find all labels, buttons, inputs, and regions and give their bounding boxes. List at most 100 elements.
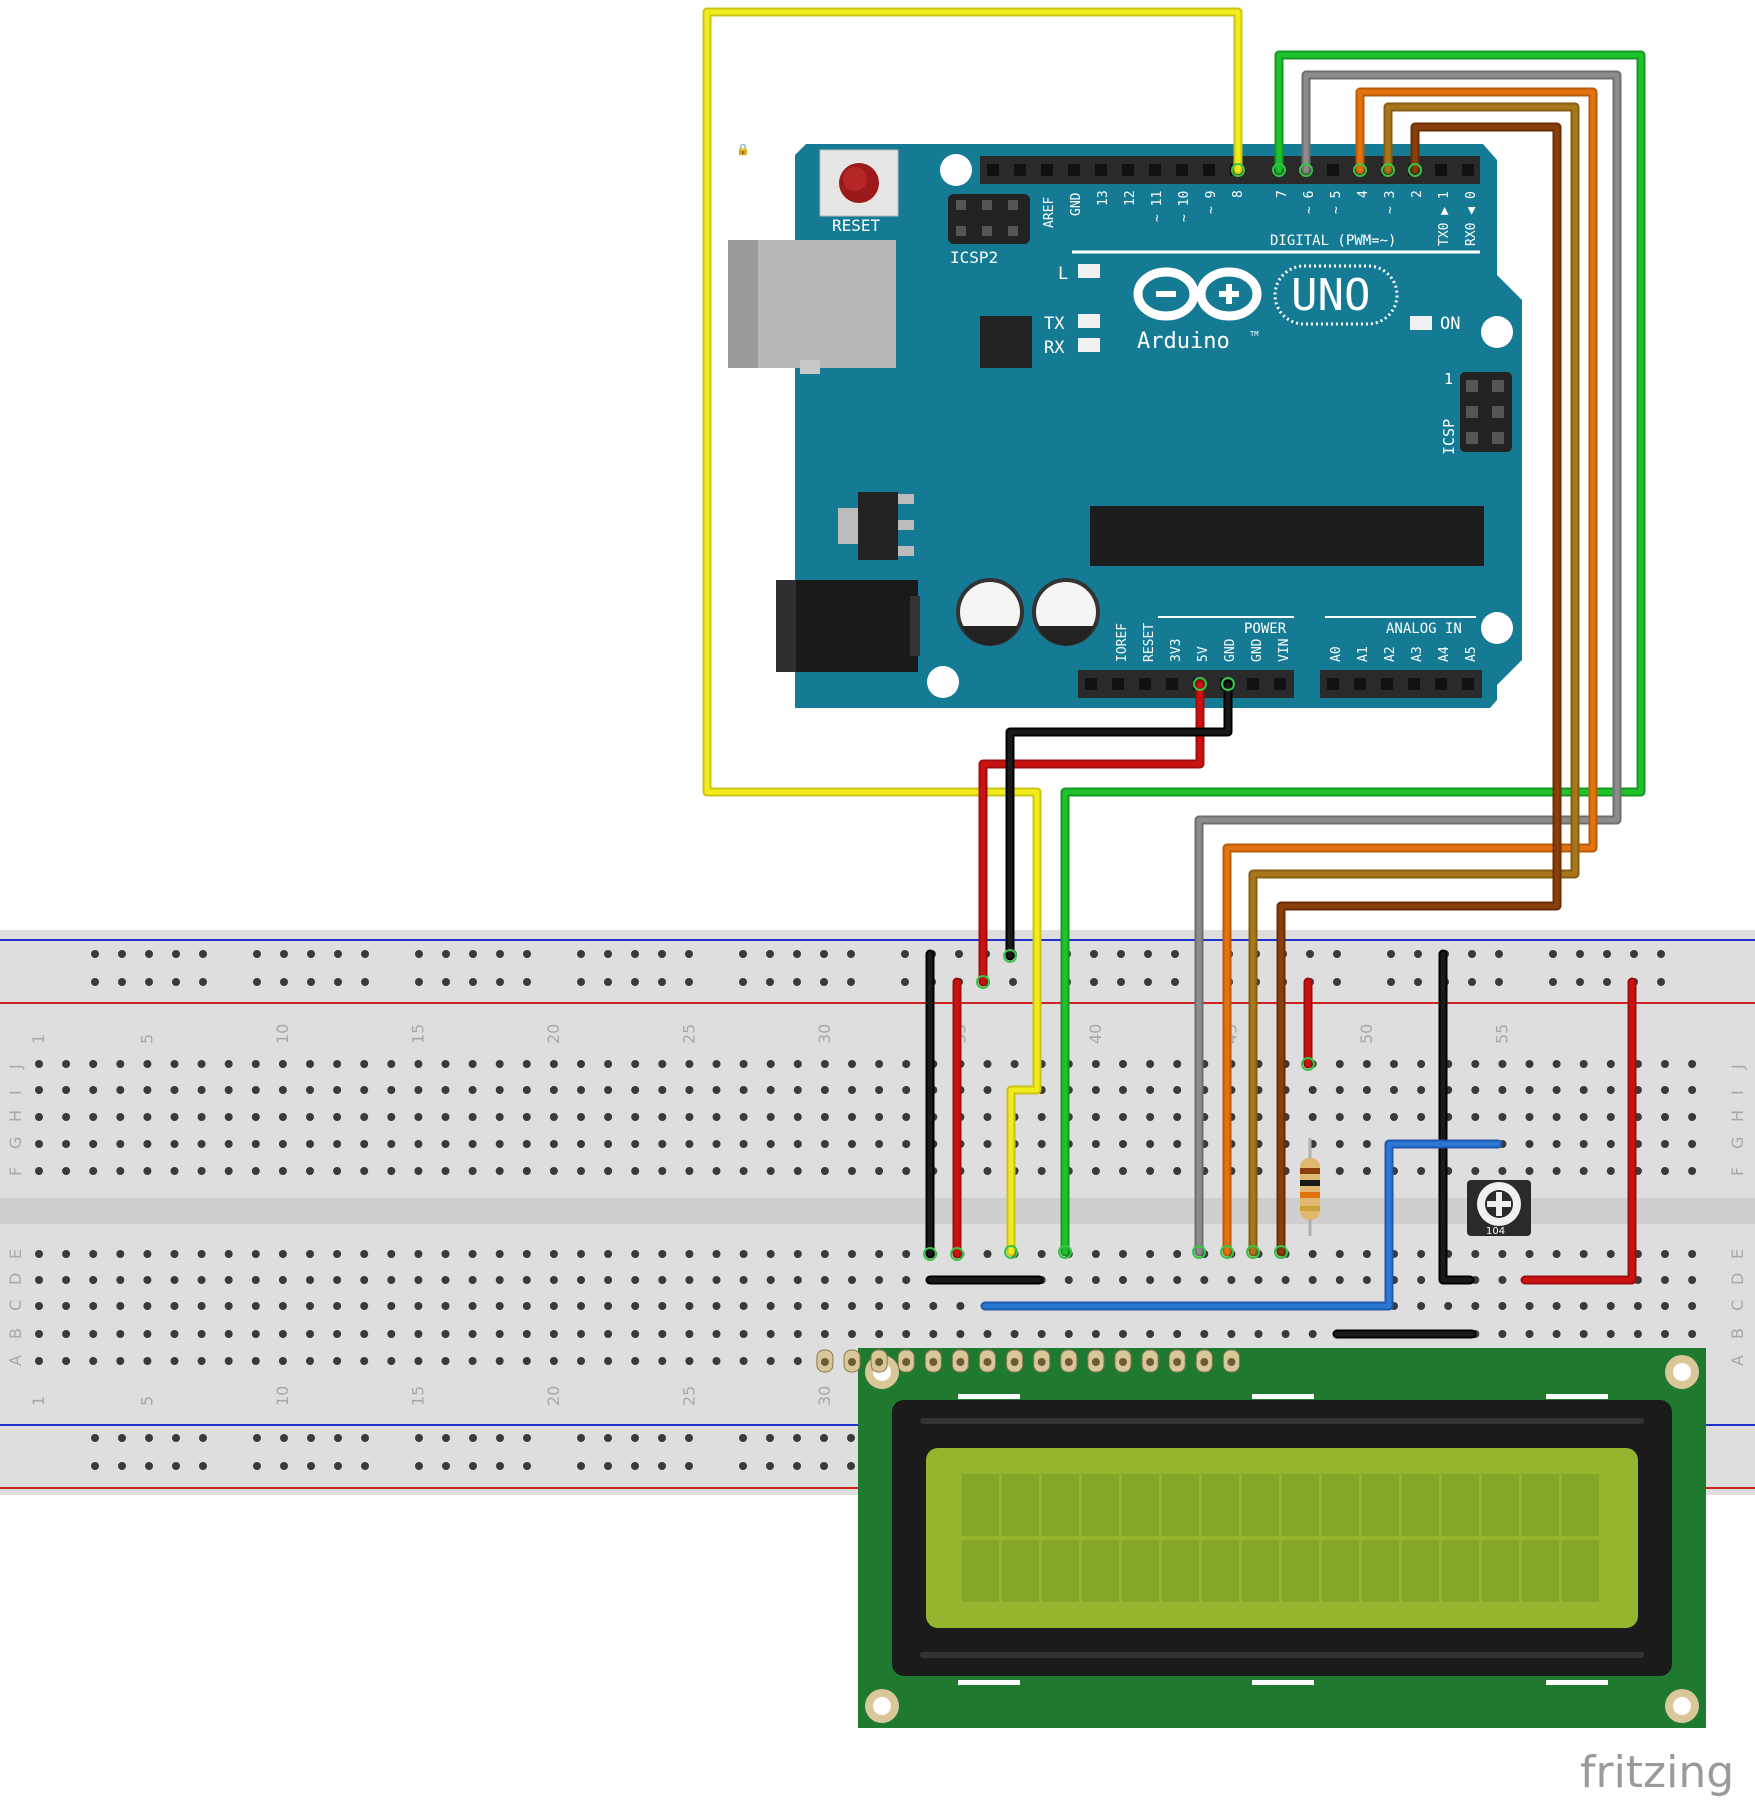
row-letter: I bbox=[6, 1090, 25, 1095]
column-number: 25 bbox=[679, 1386, 698, 1406]
svg-text:8: 8 bbox=[1231, 190, 1246, 198]
arduino-brand-label: Arduino bbox=[1137, 329, 1230, 354]
row-letter: C bbox=[6, 1300, 25, 1311]
svg-text:2: 2 bbox=[1410, 190, 1425, 198]
lcd-character-grid bbox=[962, 1474, 1599, 1602]
analog-pin-labels: A0 A1 A2 A3 A4 A5 bbox=[1329, 646, 1479, 662]
tx-label: TX bbox=[1044, 314, 1065, 334]
mounting-hole bbox=[1481, 316, 1513, 348]
column-number: 25 bbox=[679, 1024, 698, 1044]
row-letter: D bbox=[1728, 1273, 1747, 1285]
svg-text:4: 4 bbox=[1356, 190, 1371, 198]
column-number: 10 bbox=[273, 1386, 292, 1406]
row-letter: E bbox=[6, 1249, 25, 1259]
power-label: POWER bbox=[1244, 621, 1287, 637]
capacitor bbox=[956, 578, 1024, 646]
reset-button[interactable] bbox=[819, 149, 899, 217]
mounting-hole bbox=[940, 154, 972, 186]
lcd-header-pins bbox=[816, 1349, 1240, 1373]
column-number: 20 bbox=[544, 1386, 563, 1406]
row-letter: I bbox=[1728, 1090, 1747, 1095]
column-number: 1 bbox=[29, 1396, 48, 1406]
svg-text:AREF: AREF bbox=[1042, 197, 1057, 228]
column-number: 15 bbox=[408, 1386, 427, 1406]
mounting-hole bbox=[927, 666, 959, 698]
rx-label: RX bbox=[1044, 338, 1065, 358]
capacitor bbox=[1032, 578, 1100, 646]
arduino-uno-board: 🔒 RESET ICSP2 L TX RX ON bbox=[728, 143, 1522, 708]
row-letter: E bbox=[1728, 1249, 1747, 1259]
row-letter: G bbox=[6, 1137, 25, 1149]
on-led bbox=[1410, 316, 1432, 330]
l-label: L bbox=[1058, 264, 1068, 284]
svg-text:🔒: 🔒 bbox=[736, 143, 750, 156]
on-label: ON bbox=[1440, 314, 1460, 334]
dc-power-jack[interactable] bbox=[776, 580, 920, 672]
uno-label: UNO bbox=[1291, 270, 1370, 321]
svg-text:RESET: RESET bbox=[1142, 623, 1157, 662]
row-letter: C bbox=[1728, 1300, 1747, 1311]
svg-text:RX0 ◀ 0: RX0 ◀ 0 bbox=[1464, 191, 1479, 246]
voltage-regulator bbox=[838, 492, 914, 560]
lcd-16x2-module bbox=[816, 1348, 1706, 1728]
column-number: 20 bbox=[544, 1024, 563, 1044]
svg-text:VIN: VIN bbox=[1277, 639, 1292, 662]
analog-in-label: ANALOG IN bbox=[1386, 621, 1462, 637]
row-letter: H bbox=[1728, 1110, 1747, 1122]
l-led bbox=[1078, 264, 1100, 278]
power-header bbox=[1078, 670, 1294, 698]
svg-text:13: 13 bbox=[1096, 190, 1111, 206]
svg-text:7: 7 bbox=[1275, 190, 1290, 198]
wire-black bbox=[1440, 951, 1473, 1283]
row-letter: H bbox=[6, 1110, 25, 1122]
icsp-header bbox=[1460, 372, 1512, 452]
svg-text:12: 12 bbox=[1123, 190, 1138, 206]
wires bbox=[702, 7, 1646, 1339]
svg-text:~ 10: ~ 10 bbox=[1177, 191, 1192, 222]
row-letter: F bbox=[1728, 1167, 1747, 1176]
column-number: 5 bbox=[137, 1034, 156, 1044]
svg-text:TX0 ▶ 1: TX0 ▶ 1 bbox=[1437, 191, 1452, 246]
svg-text:5V: 5V bbox=[1196, 646, 1211, 662]
svg-text:GND: GND bbox=[1250, 638, 1265, 662]
resistor bbox=[1300, 1138, 1320, 1236]
usb-chip bbox=[980, 316, 1032, 368]
wire-red bbox=[1522, 979, 1635, 1283]
column-number: 1 bbox=[29, 1034, 48, 1044]
reset-label: RESET bbox=[832, 216, 881, 235]
mounting-hole bbox=[1481, 612, 1513, 644]
svg-text:A3: A3 bbox=[1410, 646, 1425, 662]
wire-ochre bbox=[1250, 104, 1578, 1255]
row-letter: D bbox=[6, 1273, 25, 1285]
column-number: 40 bbox=[1086, 1024, 1105, 1044]
column-number: 30 bbox=[815, 1386, 834, 1406]
wire-blue bbox=[982, 1141, 1501, 1309]
row-letter: B bbox=[6, 1328, 25, 1339]
svg-text:~ 3: ~ 3 bbox=[1383, 191, 1398, 214]
wire-gray bbox=[1196, 72, 1620, 1255]
column-number: 30 bbox=[815, 1024, 834, 1044]
svg-text:IOREF: IOREF bbox=[1115, 623, 1130, 662]
icsp-pin1-label: 1 bbox=[1444, 370, 1453, 388]
digital-pin-labels-low: 7 ~ 6 ~ 5 4 ~ 3 2 TX0 ▶ 1 RX0 ◀ 0 bbox=[1275, 190, 1479, 246]
potentiometer-label: 104 bbox=[1486, 1226, 1505, 1237]
wire-red bbox=[980, 681, 1203, 985]
svg-text:~ 9: ~ 9 bbox=[1204, 191, 1219, 214]
svg-text:GND: GND bbox=[1069, 192, 1084, 216]
wire-brown bbox=[1278, 124, 1560, 1255]
column-number: 10 bbox=[273, 1024, 292, 1044]
row-letter: B bbox=[1728, 1328, 1747, 1339]
wire-yellow bbox=[704, 9, 1241, 1255]
svg-text:A4: A4 bbox=[1437, 646, 1452, 662]
digital-pin-labels-high: AREF GND 13 12 ~ 11 ~ 10 ~ 9 8 bbox=[1042, 190, 1246, 228]
column-number: 50 bbox=[1357, 1024, 1376, 1044]
usb-connector[interactable] bbox=[728, 240, 896, 374]
svg-text:~ 5: ~ 5 bbox=[1329, 191, 1344, 214]
column-number: 15 bbox=[408, 1024, 427, 1044]
potentiometer[interactable] bbox=[1467, 1180, 1531, 1236]
svg-text:A1: A1 bbox=[1356, 646, 1371, 662]
svg-text:A5: A5 bbox=[1464, 646, 1479, 662]
tx-led bbox=[1078, 314, 1100, 328]
row-letter: A bbox=[1728, 1355, 1747, 1366]
